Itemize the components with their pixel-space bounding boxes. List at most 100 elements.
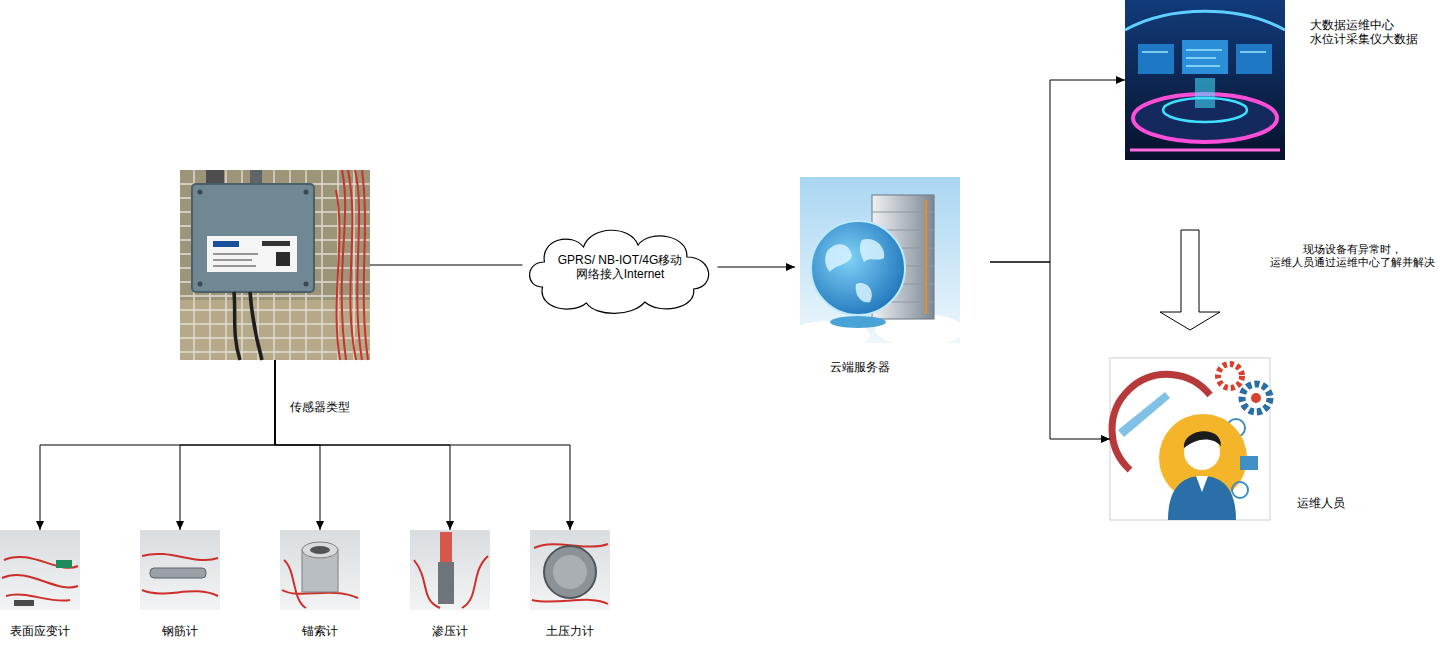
node-label: 云端服务器 [795,360,925,374]
gear [1218,364,1242,388]
server-picture [790,177,965,349]
maintainer-picture [1110,358,1270,520]
body [1168,476,1236,520]
hologram [1195,78,1215,108]
picture-ground [1110,358,1270,520]
sun-disc [1159,414,1247,502]
connector [275,360,454,530]
connector-line [718,267,796,268]
piezometer-body [438,562,454,604]
rebar-meter-photo [140,530,220,610]
enclosure-box [192,184,314,292]
connector-line [990,262,1110,439]
wrench [1118,392,1170,437]
screw [198,282,203,287]
black-cable [234,292,240,360]
connector-line [990,80,1125,262]
connector-line [275,360,450,530]
free-label-text: 传感器类型 [290,400,350,414]
red-wire [532,544,608,604]
photo-ground [410,530,490,610]
ceiling-arc [1125,11,1285,30]
gear [1242,384,1270,412]
wall-screen [1138,44,1174,74]
strain-gauge-photo [0,530,80,610]
globe-stand [830,316,886,328]
gauge-body [56,560,72,568]
node-label: GPRS/ NB-IOT/4G移动 网络接入Internet [545,253,695,282]
wall-screen [1182,40,1228,74]
photo-ground [0,530,80,610]
anchor-meter-photo [280,530,360,610]
sensor-node: 土压力计 [530,530,610,645]
arrowhead [176,521,184,530]
connector [990,262,1110,443]
piezometer-cap [440,532,452,562]
node-label: 钢筋计 [140,624,220,638]
pressure-disc [544,546,596,598]
globe [811,221,905,315]
maintainer-node: 运维人员 [1110,358,1350,520]
connector [370,265,523,266]
product-label [207,236,297,272]
earth-pressure-photo [530,530,610,610]
logo-mark [213,241,239,247]
free-label: 传感器类型 [290,400,350,414]
arrowhead [1116,76,1125,84]
arrowhead [446,521,454,530]
edge-label-text: 现场设备有异常时， 运维人员通过运维中心了解并解决 [1262,243,1442,269]
floor-glow [1130,149,1280,152]
node-label: 表面应变计 [0,624,80,638]
connector [990,76,1125,262]
datacenter-node: 大数据运维中心 水位计采集仪大数据 [1125,0,1435,160]
connector-line [40,360,275,530]
collar [1196,476,1208,492]
wall-screen [1236,44,1272,74]
connector [176,360,275,530]
phone-icon [1240,456,1258,470]
rack-lights [925,200,927,314]
connector [275,360,324,530]
node-label: 渗压计 [410,624,490,638]
gear-hub [1251,393,1261,403]
datacenter-picture [1125,0,1285,160]
hall [1125,0,1285,160]
pressure-plate [553,555,587,589]
hollow-arrow [1160,230,1220,330]
sensor-node: 钢筋计 [140,530,220,645]
photo-ground [140,530,220,610]
hair [1184,431,1221,448]
server-node: 云端服务器 [795,177,990,377]
node-label: 土压力计 [530,624,610,638]
connector-line [180,360,275,530]
logo-mark [262,241,290,246]
logger-node [180,170,370,360]
photo-ground [180,170,370,360]
node-label: 锚索计 [280,624,360,638]
gauge-rod [14,600,34,606]
arrowhead [566,521,574,530]
meter-ring [302,542,338,558]
logger-photo [180,170,370,360]
screw [304,282,309,287]
meter-body [150,568,206,578]
connector [1160,230,1220,330]
red-wire [414,556,488,608]
connector [718,263,796,271]
red-cable [336,170,368,360]
screen-data [1142,50,1266,66]
label-lines [213,254,258,266]
connector [275,360,574,530]
piezometer-photo [410,530,490,610]
connector-line [275,360,570,530]
photo-ground [530,530,610,610]
node-label: 大数据运维中心 水位计采集仪大数据 [1310,18,1430,47]
photo-ground [280,530,360,610]
node-label: 运维人员 [1297,496,1357,510]
qr-code [276,252,290,266]
connector-line [370,265,523,266]
cloud-path [529,230,708,313]
